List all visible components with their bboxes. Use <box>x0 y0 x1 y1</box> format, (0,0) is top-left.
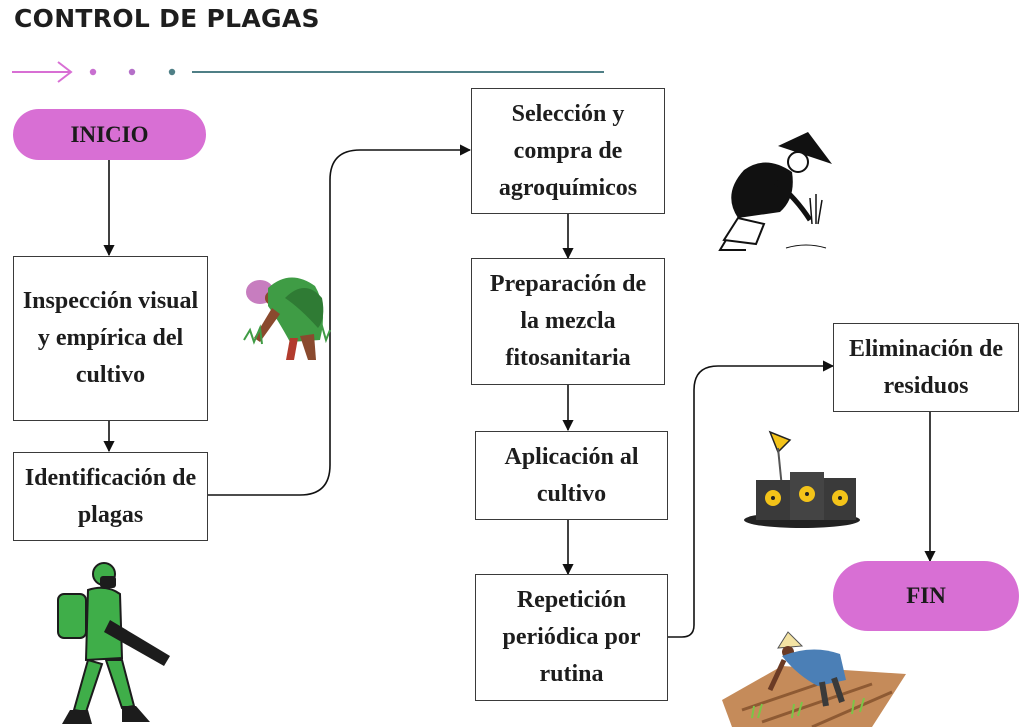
node-fin: FIN <box>833 561 1019 631</box>
page-title: CONTROL DE PLAGAS <box>14 4 320 33</box>
farmer-kneeling-icon <box>718 132 832 251</box>
arrow-repeticion-eliminacion <box>668 360 835 638</box>
node-seleccion: Selección y compra de agroquímicos <box>471 88 665 214</box>
farmer-field-icon <box>722 631 906 727</box>
arrow-identificacion-seleccion <box>207 144 472 496</box>
node-preparacion: Preparación de la mezcla fitosanitaria <box>471 258 665 385</box>
node-inspeccion: Inspección visual y empírica del cultivo <box>13 256 208 421</box>
node-eliminacion: Eliminación de residuos <box>833 323 1019 412</box>
title-decoration <box>12 61 604 83</box>
node-inicio: INICIO <box>13 109 206 160</box>
node-repeticion: Repetición periódica por rutina <box>475 574 668 701</box>
toxic-barrels-icon <box>744 430 860 528</box>
decorative-dot <box>168 68 176 76</box>
decorative-dot <box>128 68 136 76</box>
decorative-arrow-icon <box>12 61 73 83</box>
farmer-planting-icon <box>243 277 331 360</box>
decorative-dot <box>89 68 97 76</box>
fumigator-icon <box>57 562 170 724</box>
node-identificacion: Identificación de plagas <box>13 452 208 541</box>
node-aplicacion: Aplicación al cultivo <box>475 431 668 520</box>
